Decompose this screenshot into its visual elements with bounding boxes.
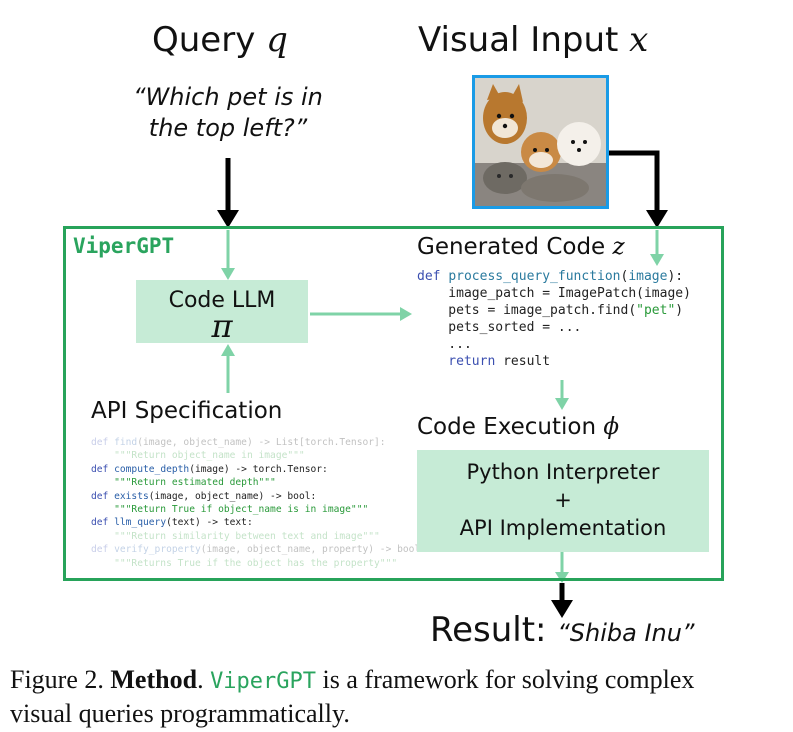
code-execution-box: Python Interpreter + API Implementation	[417, 450, 709, 552]
code-func-arg: image	[628, 269, 668, 284]
code-func-close: ):	[667, 269, 684, 284]
visual-arrowhead-black	[646, 210, 668, 228]
api-signature: (text) -> text:	[166, 517, 253, 529]
api-docstring: """Return estimated depth"""	[91, 477, 276, 489]
code-func-name: process_query_function	[448, 269, 621, 284]
api-def-keyword: def	[91, 490, 115, 502]
plus-sign: +	[554, 488, 572, 512]
api-docstring: """Return similarity between text and im…	[91, 530, 380, 542]
code-line-3-post: )	[675, 303, 684, 318]
result-arrowhead-black	[551, 600, 573, 618]
code-llm-label: Code LLM	[168, 288, 276, 313]
api-def-keyword: def	[91, 437, 115, 448]
api-implementation-label: API Implementation	[459, 516, 667, 540]
api-function-name: exists	[114, 490, 149, 502]
result-value: “Shiba Inu”	[557, 619, 695, 647]
figure-caption: Figure 2. Method. ViperGPT is a framewor…	[10, 664, 785, 730]
api-spec-line: def compute_depth(image) -> torch.Tensor…	[91, 463, 426, 476]
caption-figure-number: Figure 2.	[10, 665, 104, 694]
query-var: q	[266, 20, 288, 60]
pets-photo	[472, 75, 609, 209]
query-title: Query q	[152, 20, 288, 60]
api-spec-line: """Return True if object_name is in imag…	[91, 503, 426, 516]
visual-arrow-black	[606, 150, 660, 214]
generated-code-var: z	[612, 234, 625, 260]
api-signature: (image, object_name, property) -> bool:	[200, 544, 427, 556]
api-spec-line: """Returns True if the object has the pr…	[91, 557, 426, 570]
api-spec-line: def exists(image, object_name) -> bool:	[91, 490, 426, 503]
result: Result: “Shiba Inu”	[430, 610, 694, 650]
visual-arrowhead-green	[650, 254, 664, 266]
generated-code-block: def process_query_function(image): image…	[417, 268, 691, 370]
llm-to-code-arrowhead	[400, 307, 412, 321]
query-title-text: Query	[152, 20, 256, 60]
code-return-keyword: return	[417, 354, 496, 369]
api-spec-line: def llm_query(text) -> text:	[91, 516, 426, 529]
code-line-3-string: "pet"	[636, 303, 676, 318]
query-text: “Which pet is in the top left?”	[118, 82, 338, 144]
code-line-6: return result	[417, 353, 691, 370]
api-spec-title: API Specification	[91, 398, 283, 424]
exec-arrowhead-green	[555, 572, 569, 583]
code-to-exec-arrowhead	[555, 398, 569, 410]
api-def-keyword: def	[91, 544, 115, 556]
api-spec-line: """Return similarity between text and im…	[91, 530, 426, 543]
code-execution-var: ϕ	[603, 414, 620, 440]
caption-dot: .	[197, 665, 204, 694]
api-spec-line: def find(image, object_name) -> List[tor…	[91, 436, 426, 449]
code-llm-box: Code LLM π	[136, 280, 308, 343]
code-func-open: (	[620, 269, 629, 284]
caption-vipergpt: ViperGPT	[210, 669, 317, 694]
query-arrowhead-green	[221, 268, 235, 280]
api-def-keyword: def	[91, 517, 115, 529]
vipergpt-label: ViperGPT	[73, 234, 175, 258]
python-interpreter-label: Python Interpreter	[466, 460, 660, 484]
api-def-keyword: def	[91, 463, 115, 475]
caption-line-1: Figure 2. Method. ViperGPT is a framewor…	[10, 664, 785, 698]
api-spec-line: def verify_property(image, object_name, …	[91, 543, 426, 556]
result-label: Result:	[430, 610, 547, 650]
code-execution-title-text: Code Execution	[417, 414, 597, 440]
generated-code-title-text: Generated Code	[417, 234, 606, 260]
api-function-name: compute_depth	[114, 463, 190, 475]
code-execution-title: Code Execution ϕ	[417, 414, 619, 440]
visual-input-var: x	[629, 20, 649, 60]
code-def-keyword: def	[417, 269, 449, 284]
vipergpt-framework-box	[63, 226, 724, 581]
query-arrowhead-black	[217, 210, 239, 228]
visual-input-title-text: Visual Input	[418, 20, 619, 60]
api-signature: (image, object_name) -> bool:	[148, 490, 317, 502]
pets-photo-illustration	[475, 78, 606, 206]
query-text-line1: “Which pet is in	[133, 83, 323, 111]
api-docstring: """Returns True if the object has the pr…	[91, 557, 398, 569]
code-line-5: ...	[417, 337, 472, 352]
generated-code-title: Generated Code z	[417, 234, 625, 260]
query-text-line2: the top left?”	[148, 114, 308, 142]
api-spec-code: def find(image, object_name) -> List[tor…	[91, 436, 426, 570]
caption-bold: Method	[110, 665, 198, 694]
code-llm-symbol: π	[211, 307, 233, 345]
api-docstring: """Return object_name in image"""	[91, 450, 305, 462]
api-signature: (image) -> torch.Tensor:	[189, 463, 328, 475]
code-line-3: pets = image_patch.find("pet")	[417, 302, 691, 319]
caption-line-2: visual queries programmatically.	[10, 699, 350, 728]
code-line-1: def process_query_function(image):	[417, 268, 691, 285]
caption-text-1: is a framework for solving complex	[316, 665, 695, 694]
code-line-2: image_patch = ImagePatch(image)	[417, 286, 691, 301]
api-docstring: """Return True if object_name is in imag…	[91, 504, 369, 516]
visual-input-title: Visual Input x	[418, 20, 648, 60]
api-spec-line: """Return object_name in image"""	[91, 449, 426, 462]
api-arrowhead	[221, 344, 235, 356]
code-return-value: result	[495, 354, 551, 369]
api-function-name: llm_query	[114, 517, 167, 529]
api-signature: (image, object_name) -> List[torch.Tenso…	[137, 437, 386, 448]
api-spec-line: """Return estimated depth"""	[91, 476, 426, 489]
api-function-name: find	[114, 437, 138, 448]
code-line-4: pets_sorted = ...	[417, 320, 582, 335]
api-function-name: verify_property	[114, 544, 201, 556]
code-line-3-pre: pets = image_patch.find(	[417, 303, 637, 318]
